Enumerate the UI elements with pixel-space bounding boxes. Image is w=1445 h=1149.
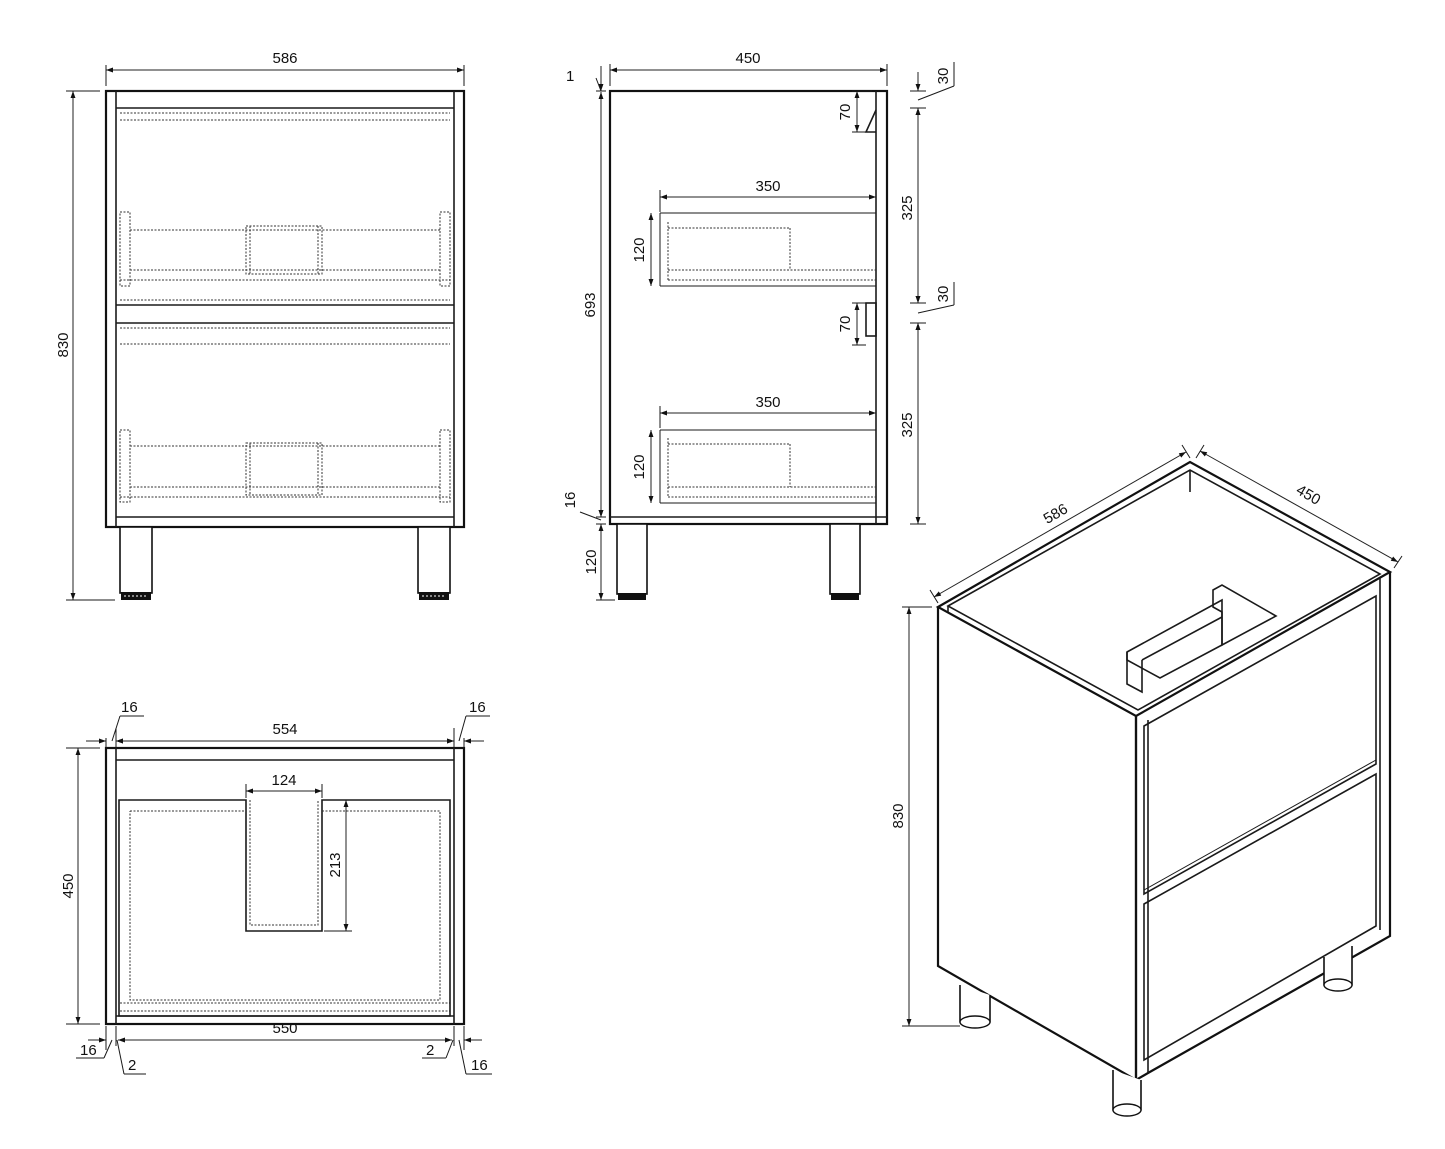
side-legs — [616, 523, 861, 600]
front-width-label: 586 — [272, 50, 297, 67]
top-side-left-label: 16 — [121, 699, 138, 716]
top-view: 16 554 16 450 124 213 550 16 2 2 — [60, 699, 492, 1075]
side-leg-height-label: 120 — [583, 549, 600, 574]
side-depth-label: 450 — [735, 50, 760, 67]
top-bottom-width-label: 550 — [272, 1020, 297, 1037]
side-body-height-label: 693 — [582, 292, 599, 317]
top-side-right-label: 16 — [469, 699, 486, 716]
side-upper-drawer — [659, 212, 876, 287]
side-drawer-upper-length-label: 350 — [755, 178, 780, 195]
top-bottom-left-gap-label: 2 — [128, 1057, 136, 1074]
front-legs — [119, 526, 451, 600]
side-gap-top-label: 30 — [935, 68, 952, 85]
top-bottom-left-panel-label: 16 — [80, 1042, 97, 1059]
side-drawer-upper-height-label: 120 — [631, 237, 648, 262]
top-bottom-right-gap-label: 2 — [426, 1042, 434, 1059]
side-drawer-lower-height-label: 120 — [631, 454, 648, 479]
side-lower-drawer — [659, 429, 876, 504]
side-handle-upper-label: 70 — [837, 104, 854, 121]
side-drawer-lower-length-label: 350 — [755, 394, 780, 411]
front-view: 586 830 — [55, 50, 466, 601]
side-bottom-panel-label: 16 — [562, 492, 579, 509]
side-handle-lower-label: 70 — [837, 316, 854, 333]
top-cutout-width-label: 124 — [271, 772, 296, 789]
iso-legs — [959, 946, 1353, 1117]
front-height-label: 830 — [55, 332, 72, 357]
top-bottom-right-panel-label: 16 — [471, 1057, 488, 1074]
front-lower-drawer — [116, 322, 454, 503]
iso-width-label: 586 — [1041, 500, 1071, 527]
side-front-lower-label: 325 — [899, 412, 916, 437]
side-view: 450 1 693 16 120 350 350 120 120 70 — [562, 50, 955, 601]
iso-view: 586 450 830 — [890, 444, 1403, 1117]
front-upper-drawer — [116, 107, 454, 306]
top-inner-width-label: 554 — [272, 721, 297, 738]
iso-height-label: 830 — [890, 803, 907, 828]
top-cutout-depth-label: 213 — [327, 852, 344, 877]
top-depth-label: 450 — [60, 873, 77, 898]
side-gap-middle-label: 30 — [935, 286, 952, 303]
side-front-upper-label: 325 — [899, 195, 916, 220]
iso-depth-label: 450 — [1293, 481, 1323, 508]
side-top-offset-label: 1 — [566, 68, 574, 85]
